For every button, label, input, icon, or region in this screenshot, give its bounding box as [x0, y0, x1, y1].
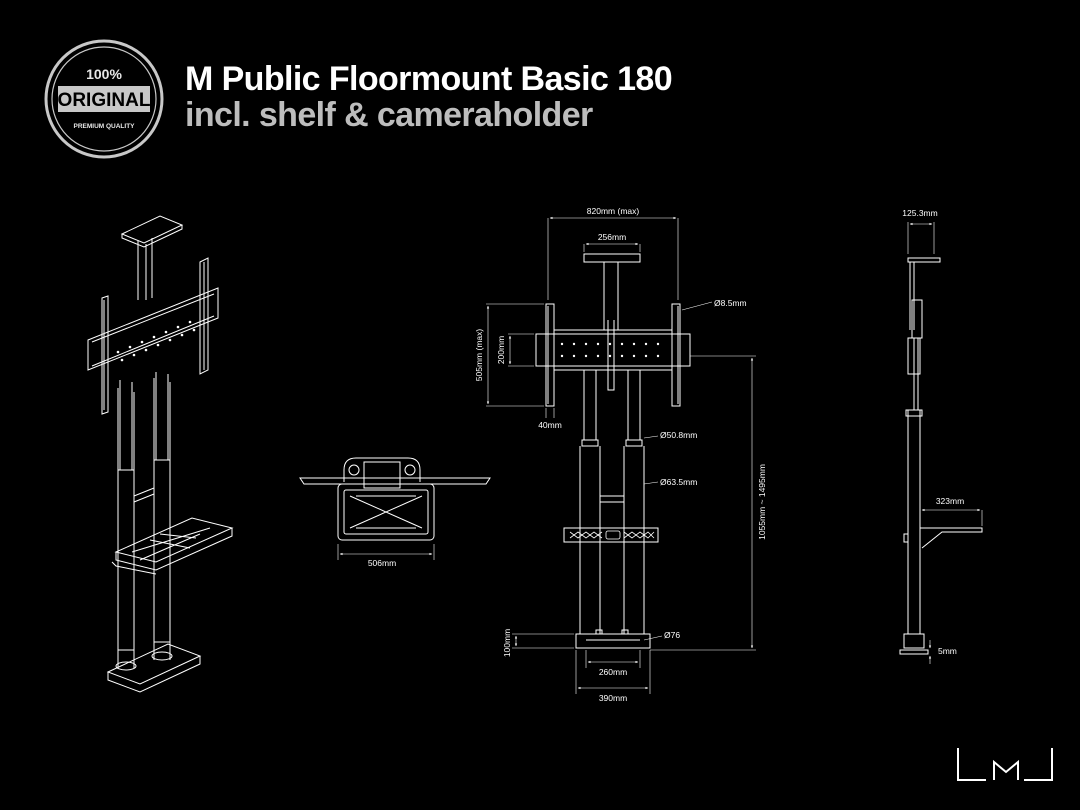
- brand-logo: [957, 748, 1053, 781]
- dim-pipe-lower: Ø63.5mm: [660, 477, 697, 487]
- perspective-vesa-holes: [116, 320, 196, 362]
- original-badge: 100% ORIGINAL PREMIUM QUALITY: [44, 39, 164, 159]
- dim-width-max: 820mm (max): [587, 206, 640, 216]
- dim-base-thickness: 5mm: [938, 646, 957, 656]
- page-title: M Public Floormount Basic 180: [185, 60, 673, 98]
- front-dimension-labels: 820mm (max) 256mm Ø8.5mm 505mm (max) 200…: [474, 206, 767, 703]
- dim-height-200: 200mm: [496, 336, 506, 364]
- badge-top-text: 100%: [86, 66, 122, 82]
- front-shelf-pattern: [569, 530, 655, 540]
- dim-base-390: 390mm: [599, 693, 627, 703]
- title-block: M Public Floormount Basic 180 incl. shel…: [185, 60, 673, 134]
- badge-bottom-text: PREMIUM QUALITY: [73, 123, 135, 130]
- page-subtitle: incl. shelf & cameraholder: [185, 96, 593, 134]
- dim-base-260: 260mm: [599, 667, 627, 677]
- dim-hole-diameter: Ø8.5mm: [714, 298, 747, 308]
- badge-main-text: ORIGINAL: [58, 90, 151, 111]
- shelf-dimension: 506mm: [337, 544, 435, 568]
- front-dimensions: [486, 216, 756, 694]
- side-dimension-labels: 125.3mm 323mm 5mm: [902, 208, 964, 656]
- dim-shelf-depth: 323mm: [936, 496, 964, 506]
- dim-bracket-40: 40mm: [538, 420, 562, 430]
- front-view: [535, 253, 691, 649]
- side-dimensions: [907, 222, 983, 664]
- dim-height-max: 505mm (max): [474, 329, 484, 382]
- front-vesa-holes: [560, 342, 660, 358]
- side-view: [899, 257, 983, 655]
- dim-camera-depth: 125.3mm: [902, 208, 937, 218]
- dim-pipe-upper: Ø50.8mm: [660, 430, 697, 440]
- perspective-view: [87, 215, 234, 693]
- dim-camera-width: 256mm: [598, 232, 626, 242]
- dim-base-pipe: Ø76: [664, 630, 680, 640]
- dim-height-range: 1055mm ~ 1495mm: [757, 464, 767, 540]
- dim-base-height: 100mm: [502, 629, 512, 657]
- shelf-top-view: [299, 457, 491, 541]
- shelf-width-label: 506mm: [368, 558, 396, 568]
